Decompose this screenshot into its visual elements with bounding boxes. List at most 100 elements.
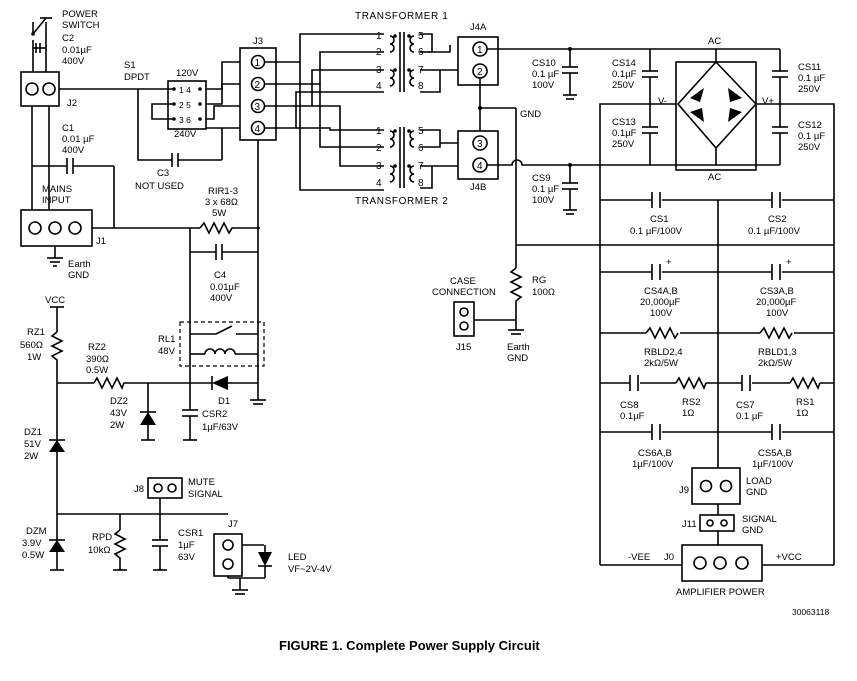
- j3-connector: J3 1 2 3 4: [206, 36, 277, 141]
- components-dz2-0-text: DZ2: [110, 396, 128, 407]
- components-cs14-2-text: 250V: [612, 80, 635, 91]
- c3-value: NOT USED: [135, 181, 184, 192]
- j-labels-j8-text: J8: [134, 484, 144, 495]
- components-rz1-1-text: 560Ω: [20, 340, 43, 351]
- mains-input-label-2: INPUT: [42, 195, 71, 206]
- cs9-capacitor: CS9 0.1 µF 100V: [532, 163, 578, 215]
- components-cs5ab-1-text: 1µF/100V: [752, 459, 794, 470]
- components-cs11-1-text: 0.1 µF: [798, 73, 825, 84]
- filter-bank: + + CS1 0.1 µF/100V CS2 0.1 µF/100V CS4A…: [516, 192, 834, 470]
- c3-name: C3: [157, 168, 169, 179]
- components-rz2-1-text: 390Ω: [86, 354, 109, 365]
- plus-sign-text: +: [666, 257, 672, 268]
- t-pins-right-3-text: 8: [418, 81, 424, 92]
- j4a-connector: J4A 1 2: [457, 22, 780, 136]
- components-c4-0-text: C4: [214, 270, 226, 281]
- earth-gnd-1-text: GND: [507, 353, 528, 364]
- components-rs2-1-text: 1Ω: [682, 408, 694, 419]
- components-cs1-0-text: CS1: [650, 214, 668, 225]
- s1-120v: 120V: [176, 68, 199, 79]
- components-rs1-0-text: RS1: [796, 397, 814, 408]
- relay-circuit: RIR1-3 3 x 68Ω 5W C4 0.01µF 400V RL1 48V: [158, 140, 266, 405]
- components-cs9-1-text: 0.1 µF: [532, 184, 559, 195]
- components-rl1-1-text: 48V: [158, 346, 176, 357]
- components-rpd-0-text: RPD: [92, 532, 112, 543]
- components-rbld24-1-text: 2kΩ/5W: [644, 358, 678, 369]
- components-dzm-0-text: DZM: [26, 526, 47, 537]
- figure-caption: FIGURE 1. Complete Power Supply Circuit: [279, 638, 540, 653]
- components-cs12-2-text: 250V: [798, 142, 821, 153]
- components-rz2-0-text: RZ2: [88, 342, 106, 353]
- bridge-rectifier: AC AC V- V+ CS14 0.1µF 250V CS13 0.1µF 2…: [599, 36, 835, 565]
- signal-gnd-1-text: GND: [742, 525, 763, 536]
- components-rir-1-text: 3 x 68Ω: [205, 197, 238, 208]
- components-csr2-0-text: CSR2: [202, 409, 227, 420]
- j4b-label: J4B: [470, 182, 486, 193]
- components-cs5ab-0-text: CS5A,B: [758, 448, 792, 459]
- components-cs7-0-text: CS7: [736, 400, 754, 411]
- components-cs4ab-1-text: 20,000µF: [640, 297, 681, 308]
- led-label-0-text: LED: [288, 552, 307, 563]
- components-cs3ab-0-text: CS3A,B: [760, 286, 794, 297]
- t-pins-left-0-text: 1: [376, 31, 382, 42]
- minus-vee-text: -VEE: [628, 552, 650, 563]
- c1-capacitor: C1 0.01 µF 400V: [32, 123, 115, 228]
- j1-mains-input: MAINS INPUT J1 Earth GND: [20, 184, 200, 281]
- amplifier-power-text: AMPLIFIER POWER: [676, 587, 765, 598]
- j3-pin-1: 1: [255, 58, 261, 69]
- components-cs9-2-text: 100V: [532, 195, 555, 206]
- gnd-label: GND: [520, 109, 541, 120]
- components-rl1-0-text: RL1: [158, 334, 175, 345]
- components-cs8-0-text: CS8: [620, 400, 638, 411]
- components-rbld13-0-text: RBLD1,3: [758, 347, 797, 358]
- t-pins-right-0-text: 5: [418, 126, 424, 137]
- c3-capacitor: C3 NOT USED: [135, 128, 223, 192]
- components-cs10-1-text: 0.1 µF: [532, 69, 559, 80]
- components-dz1-1-text: 51V: [24, 439, 42, 450]
- components-cs11-0-text: CS11: [798, 62, 821, 73]
- components-cs11-2-text: 250V: [798, 84, 821, 95]
- components-cs4ab-0-text: CS4A,B: [644, 286, 678, 297]
- load-gnd-0-text: LOAD: [746, 476, 772, 487]
- primary-wiring: [264, 33, 458, 191]
- s1-name: S1: [124, 60, 136, 71]
- j-labels-j9-text: J9: [679, 485, 689, 496]
- t-pins-right-1-text: 6: [418, 143, 424, 154]
- components-cs14-0-text: CS14: [612, 58, 636, 69]
- components-rg-1-text: 100Ω: [532, 287, 555, 298]
- ac-text: AC: [708, 36, 721, 47]
- s1-pin-row3: 3 6: [179, 115, 191, 125]
- components-cs13-2-text: 250V: [612, 139, 635, 150]
- components-cs6ab-0-text: CS6A,B: [638, 448, 672, 459]
- components-rs1-1-text: 1Ω: [796, 408, 808, 419]
- j4b-connector: J4B 3 4 GND: [457, 106, 604, 245]
- v-plus-text: V+: [762, 96, 774, 107]
- components-cs12-0-text: CS12: [798, 120, 822, 131]
- components-rbld13-1-text: 2kΩ/5W: [758, 358, 792, 369]
- power-switch-label-2: SWITCH: [62, 20, 100, 31]
- components-cs6ab-1-text: 1µF/100V: [632, 459, 674, 470]
- s1-type: DPDT: [124, 72, 150, 83]
- t-pins-right-3-text: 8: [418, 178, 424, 189]
- s1-pin-row1: 1 4: [179, 85, 191, 95]
- components-cs13-1-text: 0.1µF: [612, 128, 637, 139]
- j4b-pins-1-text: 4: [477, 161, 483, 172]
- components-csr1-2-text: 63V: [178, 552, 196, 563]
- t-pins-left-0-text: 1: [376, 126, 382, 137]
- cs10-capacitor: CS10 0.1 µF 100V: [532, 47, 578, 100]
- components-cs9-0-text: CS9: [532, 173, 550, 184]
- components-dz1-2-text: 2W: [24, 451, 38, 462]
- c2-value: 0.01µF: [62, 45, 92, 56]
- components-rz1-2-text: 1W: [27, 352, 41, 363]
- components-csr1-0-text: CSR1: [178, 528, 203, 539]
- components-dz2-1-text: 43V: [110, 408, 128, 419]
- power-switch: POWER SWITCH: [31, 9, 100, 72]
- j2-label: J2: [67, 98, 77, 109]
- figure-id-text: 30063118: [792, 607, 829, 617]
- components-dzm-2-text: 0.5W: [22, 550, 44, 561]
- components-c4-2-text: 400V: [210, 293, 233, 304]
- components-cs10-0-text: CS10: [532, 58, 556, 69]
- j3-pin-4: 4: [255, 124, 261, 135]
- components-d1-text: D1: [218, 396, 230, 407]
